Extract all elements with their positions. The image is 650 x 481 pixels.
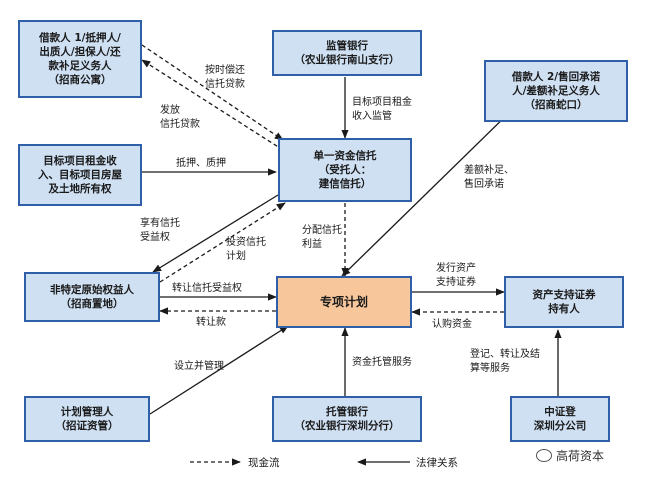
label-establish-manage: 设立并管理: [174, 361, 224, 372]
borrower1-line1: 借款人 1/抵押人/: [39, 31, 121, 44]
abs-holder-line2: 持有人: [548, 303, 580, 315]
custodian-line2: （农业银行深圳分行）: [294, 420, 400, 432]
arrow-repay: [141, 44, 284, 141]
wechat-icon: [536, 449, 552, 462]
arrow-invest: [159, 202, 286, 283]
single-trust-line2: （受托人：: [318, 163, 372, 176]
csdc-line2: 深圳分公司: [533, 420, 587, 432]
watermark-text: 高荷资本: [556, 449, 605, 463]
label-subscription: 认购资金: [432, 319, 472, 330]
single-trust-line3: 建信信托）: [318, 178, 372, 191]
borrower1-line3: 款补足义务人: [48, 60, 112, 72]
arrow-enjoy-benefit: [152, 194, 279, 273]
label-enjoy-benefit: 享有信托 受益权: [140, 217, 180, 244]
label-shortfall-line2: 售回承诺: [464, 178, 504, 190]
csdc-line1: 中证登: [544, 405, 576, 418]
borrower2-line1: 借款人 2/售回承诺: [511, 70, 601, 83]
label-enjoy-line2: 受益权: [140, 231, 170, 243]
plan-manager-line2: （招证资管）: [55, 420, 119, 432]
label-registration-line2: 算等服务: [470, 362, 510, 374]
label-repay-line2: 信托贷款: [205, 78, 245, 90]
label-transfer-benefit: 转让信托受益权: [172, 283, 242, 294]
borrower2-line2: 人/差额补足义务人: [512, 84, 600, 97]
label-repay-line1: 按时偿还: [205, 65, 245, 76]
label-issue-sec-line1: 发行资产: [436, 263, 476, 274]
label-repay-on-time: 按时偿还 信托贷款: [205, 64, 245, 91]
special-plan-box: 专项计划: [276, 276, 412, 328]
supervisor-bank-box: 监管银行 （农业银行南山支行）: [272, 30, 422, 76]
original-owner-line1: 非特定原始权益人: [50, 283, 134, 296]
label-transfer-payment: 转让款: [196, 317, 226, 328]
label-supervise-line1: 目标项目租金: [352, 97, 412, 108]
supervisor-bank-line1: 监管银行: [326, 39, 368, 52]
label-distribute-trust: 分配信托 利益: [302, 224, 342, 251]
label-registration-line1: 登记、转让及结: [470, 349, 540, 360]
borrower2-line3: （招商蛇口）: [524, 99, 588, 112]
custodian-box: 托管银行 （农业银行深圳分行）: [272, 396, 422, 442]
legend-legal-relation: 法律关系: [416, 457, 458, 469]
label-invest-line1: 投资信托: [226, 237, 266, 248]
arrow-establish: [149, 325, 289, 415]
label-invest-trust: 投资信托 计划: [226, 236, 266, 263]
label-shortfall: 差额补足、 售回承诺: [464, 164, 514, 191]
label-issue-securities: 发行资产 支持证券: [436, 262, 476, 289]
abs-holder-box: 资产支持证券 持有人: [504, 276, 624, 328]
target-assets-line2: 入、目标项目房屋: [38, 168, 122, 181]
label-issue-loan-line2: 信托贷款: [160, 118, 200, 130]
label-enjoy-line1: 享有信托: [140, 218, 180, 229]
target-assets-line1: 目标项目租金收: [43, 154, 117, 167]
label-issue-loan-line1: 发放: [160, 105, 180, 116]
plan-manager-box: 计划管理人 （招证资管）: [24, 396, 150, 442]
single-trust-box: 单一资金信托 （受托人： 建信信托）: [278, 138, 412, 202]
plan-manager-line1: 计划管理人: [60, 405, 114, 418]
label-issue-loan: 发放 信托贷款: [160, 104, 200, 131]
borrower1-line4: （招商公寓）: [48, 74, 112, 87]
abs-holder-line1: 资产支持证券: [532, 288, 596, 301]
label-supervise-line2: 收入监管: [352, 110, 392, 122]
arrow-shortfall: [341, 107, 515, 277]
target-assets-box: 目标项目租金收 入、目标项目房屋 及土地所有权: [18, 144, 142, 206]
label-distribute-line2: 利益: [302, 238, 322, 250]
borrower1-box: 借款人 1/抵押人/ 出质人/担保人/还 款补足义务人 （招商公寓）: [18, 20, 142, 98]
label-pledge: 抵押、质押: [176, 158, 226, 169]
special-plan-title: 专项计划: [319, 294, 368, 309]
label-issue-sec-line2: 支持证券: [436, 276, 476, 288]
borrower1-line2: 出质人/担保人/还: [39, 45, 121, 58]
csdc-box: 中证登 深圳分公司: [510, 396, 610, 442]
label-distribute-line1: 分配信托: [302, 225, 342, 236]
original-owner-line2: （招商置地）: [60, 298, 124, 310]
label-registration: 登记、转让及结 算等服务: [470, 348, 540, 375]
label-custody: 资金托管服务: [352, 357, 412, 368]
label-supervise: 目标项目租金 收入监管: [352, 96, 412, 123]
watermark: 高荷资本: [536, 447, 604, 464]
target-assets-line3: 及土地所有权: [48, 183, 112, 196]
label-invest-line2: 计划: [226, 250, 246, 262]
label-shortfall-line1: 差额补足、: [464, 165, 514, 176]
legend-cash-flow: 现金流: [248, 457, 280, 469]
borrower2-box: 借款人 2/售回承诺 人/差额补足义务人 （招商蛇口）: [484, 60, 628, 122]
single-trust-line1: 单一资金信托: [313, 149, 377, 162]
original-owner-box: 非特定原始权益人 （招商置地）: [24, 272, 160, 322]
custodian-line1: 托管银行: [326, 405, 368, 418]
supervisor-bank-line2: （农业银行南山支行）: [294, 54, 400, 66]
